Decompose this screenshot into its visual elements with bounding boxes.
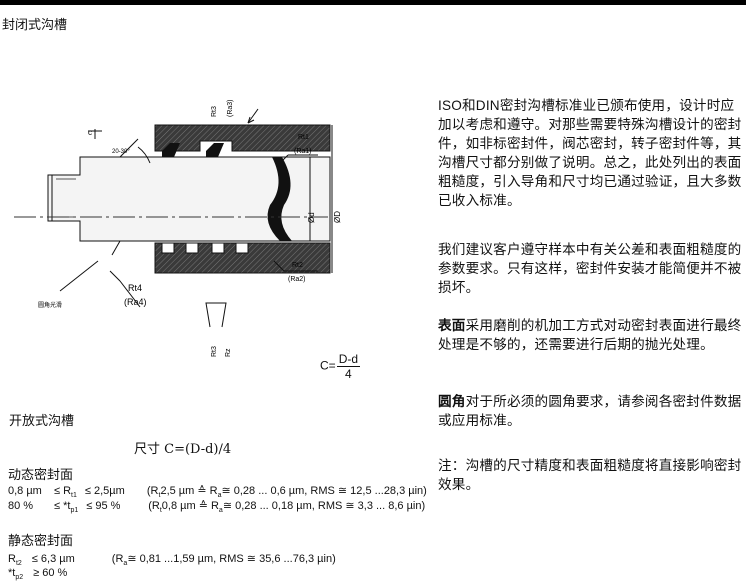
cell: R <box>8 553 16 565</box>
cell: 2,5 µm ≙ R <box>160 485 218 497</box>
seal-left <box>162 143 180 157</box>
header-rule <box>0 0 746 5</box>
label-rt2: Rt2 <box>292 262 303 269</box>
subscript: p2 <box>15 574 24 581</box>
cell: ≥ 60 % <box>33 567 68 579</box>
cell: 0,8 µm <box>8 485 42 497</box>
cell: ≤ *t <box>54 500 71 512</box>
formula-numerator: D-d <box>336 352 361 367</box>
dynamic-heading: 动态密封面 <box>8 467 74 482</box>
subscript: a <box>217 492 222 499</box>
subscript: t <box>159 507 162 514</box>
subscript: a <box>218 507 223 514</box>
paragraph-recommendation: 我们建议客户遵守样本中有关公差和表面粗糙度的参数要求。只有这样，密封件安装才能简… <box>438 242 742 295</box>
label-rt4: Rt4 <box>128 283 142 293</box>
formula-prefix: C= <box>320 358 336 373</box>
static-row-1: Rt2 ≤ 6,3 µm (Ra ≅ 0,81 ...1,59 µm, RMS ≅ … <box>8 552 336 567</box>
label-bottom-2: Rz <box>225 348 232 357</box>
cell: 80 % <box>8 500 34 512</box>
label-corner: 圆角光滑 <box>38 301 62 309</box>
label-angle: 20-30° <box>112 149 130 155</box>
cell: ≅ 0,81 ...1,59 µm, RMS ≅ 35,6 ...76,3 µi… <box>127 553 336 565</box>
cell: *t <box>8 567 16 579</box>
subscript: t2 <box>15 560 22 567</box>
cell: ≅ 0,28 ... 0,6 µm, RMS ≅ 12,5 ...28,3 µi… <box>221 485 427 497</box>
label-c: c <box>88 128 92 137</box>
label-ra3: (Ra3) <box>227 99 234 117</box>
static-heading: 静态密封面 <box>8 533 74 548</box>
cell: (R <box>111 553 124 565</box>
paragraph-corner: 圆角对于所必须的圆角要求，请参阅各密封件数据或应用标准。 <box>438 392 744 430</box>
label-rt3: Rt3 <box>211 106 218 117</box>
surface-text: 采用磨削的机加工方式对动密封表面进行最终处理是不够的，还需要进行后期的抛光处理。 <box>438 318 742 352</box>
dynamic-row-2: 80 % ≤ *tp1 ≤ 95 % (Rt 0,8 µm ≙ Ra ≅ 0,28 .… <box>8 499 425 514</box>
label-bottom-1: Rt3 <box>211 346 218 357</box>
label-ra2: (Ra2) <box>288 276 306 283</box>
page-title: 封闭式沟槽 <box>2 17 68 32</box>
static-row-2: *tp2 ≥ 60 % <box>8 567 67 581</box>
open-groove-dimension: 尺寸 C=(D-d)/4 <box>134 442 232 457</box>
cell: (R <box>146 485 159 497</box>
surface-bold: 表面 <box>438 318 466 333</box>
dynamic-row-1: 0,8 µm ≤ Rt1 ≤ 2,5µm (Rt 2,5 µm ≙ Ra ≅ 0,28… <box>8 484 427 499</box>
formula-denominator: 4 <box>345 367 352 381</box>
rod <box>47 156 331 242</box>
subscript: p1 <box>70 507 79 514</box>
housing-bottom <box>154 242 331 274</box>
corner-text: 对于所必须的圆角要求，请参阅各密封件数据或应用标准。 <box>438 394 742 428</box>
cell: ≤ 95 % <box>86 500 121 512</box>
label-d-big: ØD <box>333 211 342 223</box>
label-rt1: Rt1 <box>298 134 309 141</box>
paragraph-surface: 表面采用磨削的机加工方式对动密封表面进行最终处理是不够的，还需要进行后期的抛光处… <box>438 316 744 354</box>
rod-break <box>267 157 292 241</box>
open-groove-label: 开放式沟槽 <box>9 413 75 428</box>
label-d-small: Ød <box>307 212 316 223</box>
cell: ≤ 2,5µm <box>84 485 125 497</box>
paragraph-note: 注：沟槽的尺寸精度和表面粗糙度将直接影响密封效果。 <box>438 458 742 492</box>
groove-drawing: c 20-30° Rt3 (Ra3) Rt1 (Ra1) Rt2 (Ra2) R… <box>14 99 342 357</box>
cell: ≅ 0,28 ... 0,18 µm, RMS ≅ 3,3 ... 8,6 µi… <box>222 500 426 512</box>
cell: 0,8 µm ≙ R <box>161 500 219 512</box>
subscript: a <box>123 560 128 567</box>
corner-bold: 圆角 <box>438 394 466 409</box>
cell: ≤ R <box>54 485 72 497</box>
cell: ≤ 6,3 µm <box>31 553 75 565</box>
label-ra1: (Ra1) <box>294 148 312 155</box>
paragraph-standards: ISO和DIN密封沟槽标准业已颁布使用，设计时应加以考虑和遵守。对那些需要特殊沟… <box>438 98 742 208</box>
cell: (R <box>148 500 160 512</box>
subscript: t <box>158 492 161 499</box>
label-ra4: (Ra4) <box>124 297 147 307</box>
subscript: t1 <box>71 492 77 499</box>
seal-right <box>206 143 224 157</box>
